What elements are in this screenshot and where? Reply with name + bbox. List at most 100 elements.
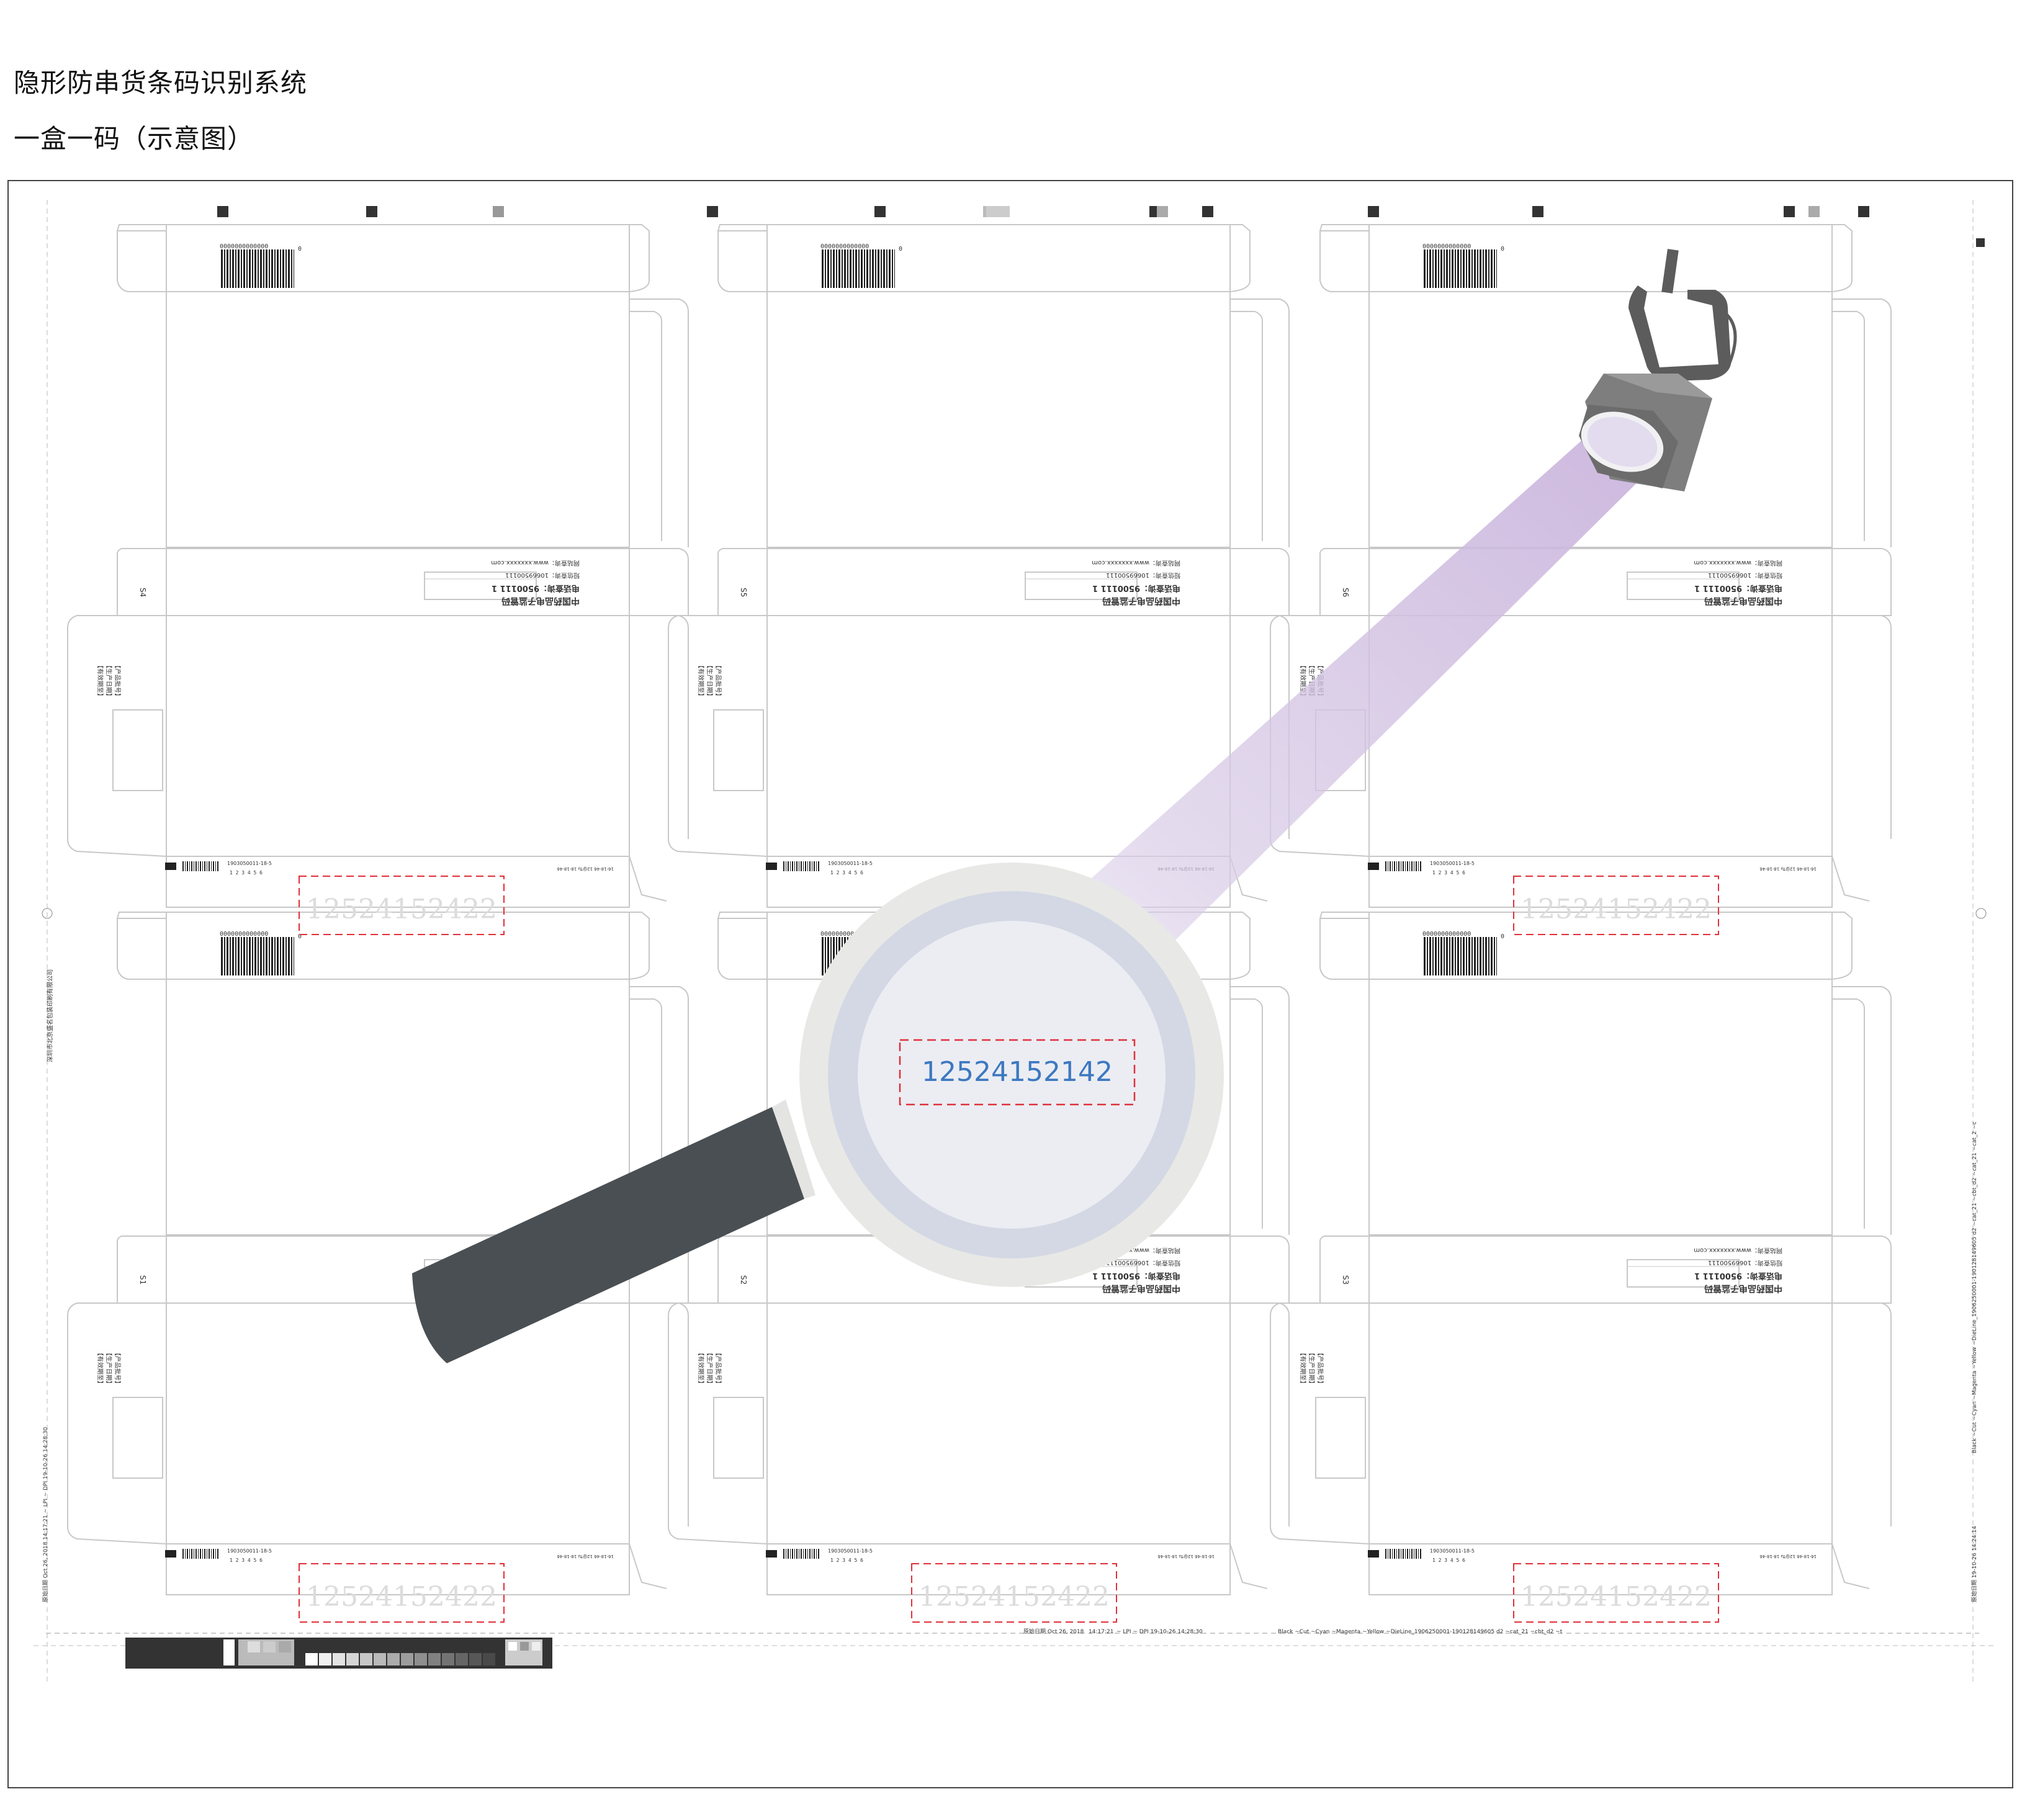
ramp-swatch bbox=[333, 1653, 345, 1665]
batch-field-label: 【生产日期】 bbox=[706, 1350, 714, 1387]
barcode-number: 0000000000000 bbox=[1422, 243, 1471, 250]
dieline-tuck bbox=[1831, 1543, 1870, 1589]
regulatory-text: 网站查询：www.xxxxxxx.com bbox=[1092, 559, 1180, 567]
dieline-front-panel bbox=[1368, 912, 1833, 1235]
dieline-side bbox=[1230, 986, 1290, 1235]
ramp-swatch bbox=[360, 1653, 372, 1665]
hidden-code-text: 12524152422 bbox=[1521, 894, 1712, 925]
barcode-number: 0000000000000 bbox=[220, 931, 268, 938]
dieline-side bbox=[629, 298, 689, 547]
hidden-code-box: 12524152422 bbox=[1513, 1563, 1719, 1623]
ramp-swatch bbox=[346, 1653, 359, 1665]
registration-gray bbox=[1157, 206, 1168, 217]
dieline-side bbox=[1832, 311, 1865, 541]
dieline-flap bbox=[1319, 230, 1369, 280]
footer-lpi: ~ LPI ~ DPI 19-10-26 14:28:30 bbox=[1116, 1629, 1203, 1635]
regulatory-text: 电话查询：9500111 1 bbox=[1092, 1271, 1180, 1281]
registration-square bbox=[707, 206, 718, 217]
barcode-number: 0000000000000 bbox=[820, 931, 869, 938]
hidden-code-box: 12524152422 bbox=[299, 1563, 505, 1623]
regulatory-text: 电话查询：9500111 1 bbox=[1694, 1271, 1782, 1281]
regulatory-text: 网站查询：www.xxxxxxx.com bbox=[491, 559, 580, 567]
batch-field-label: 【有效期至】 bbox=[96, 1350, 104, 1387]
dieline-tuck bbox=[1229, 1543, 1268, 1589]
batch-field-label: 【有效期至】 bbox=[697, 1350, 705, 1387]
regulatory-text: 网站查询：www.xxxxxxx.com bbox=[1694, 1247, 1782, 1255]
dieline-top-strip bbox=[717, 1235, 1290, 1304]
panel-mark-label: S2 bbox=[739, 1275, 748, 1284]
batch-field-label: 【产品批号】 bbox=[714, 1350, 722, 1387]
barcode-id: 1903050011-18-5 bbox=[1430, 1548, 1475, 1554]
dieline-side bbox=[1832, 298, 1892, 547]
revealed-code-text: 12524152142 bbox=[922, 1056, 1113, 1088]
ramp-swatch bbox=[483, 1653, 495, 1665]
blank-field bbox=[1315, 1397, 1366, 1479]
ramp-swatch bbox=[456, 1653, 468, 1665]
batch-field-label: 【有效期至】 bbox=[96, 662, 104, 699]
registration-square bbox=[1368, 206, 1379, 217]
regulatory-text: 电话查询：9500111 1 bbox=[1694, 583, 1782, 593]
dieline-bottom-flap bbox=[166, 1544, 630, 1595]
dieline-back-panel bbox=[1368, 1302, 1833, 1544]
dieline-side bbox=[1230, 298, 1290, 547]
barcode-small-digits: 1 2 3 4 5 6 bbox=[830, 1558, 863, 1563]
crop-target bbox=[42, 908, 53, 919]
panel-mark-label: S5 bbox=[739, 588, 748, 597]
barcode-graphic bbox=[1385, 1549, 1422, 1559]
barcode-graphic bbox=[220, 937, 294, 975]
batch-field-label: 【产品批号】 bbox=[114, 1350, 122, 1387]
magnifying-glass-icon bbox=[412, 863, 1224, 1363]
barcode-graphic bbox=[182, 861, 220, 871]
barcode-id: 1903050011-18-5 bbox=[828, 861, 873, 866]
registration-marks bbox=[34, 200, 1995, 1683]
corner-code: 16-18-46 12@Tu 18-18-46 bbox=[1759, 1554, 1817, 1559]
dieline-flap bbox=[717, 230, 767, 280]
barcode-small-digits: 1 2 3 4 5 6 bbox=[1432, 1558, 1465, 1563]
hidden-code-text: 12524152422 bbox=[306, 894, 497, 925]
registration-square bbox=[1784, 206, 1795, 217]
dieline-top-strip bbox=[1319, 1235, 1892, 1304]
dieline-glue-flap bbox=[1270, 1302, 1370, 1544]
barcode-small-digits: 1 2 3 4 5 6 bbox=[230, 1558, 263, 1563]
dieline-top-strip bbox=[717, 548, 1290, 616]
regulatory-text: 网站查询：www.xxxxxxx.com bbox=[1694, 559, 1782, 567]
dieline-side bbox=[1230, 1302, 1290, 1526]
dieline-tuck bbox=[629, 856, 667, 902]
panel-mark-label: S6 bbox=[1341, 588, 1350, 597]
blank-field bbox=[1627, 1259, 1740, 1288]
hidden-code-border bbox=[299, 876, 505, 935]
hidden-code-text: 12524152422 bbox=[306, 1581, 497, 1613]
regulatory-text: 电话查询：9500111 1 bbox=[1092, 583, 1180, 593]
dieline-side bbox=[1230, 311, 1263, 541]
barcode-id: 1903050011-18-5 bbox=[227, 1548, 272, 1554]
barcode-graphic bbox=[1385, 861, 1422, 871]
barcode-id: 1903050011-18-5 bbox=[828, 1548, 873, 1554]
corner-code: 16-18-46 12@Tu 18-18-46 bbox=[557, 866, 614, 871]
right-vertical-date: 原始日期 19-10-26 14:24:14 bbox=[1970, 1526, 1978, 1602]
barcode-id: 1903050011-18-5 bbox=[1430, 861, 1475, 866]
dieline-side bbox=[1832, 1302, 1892, 1526]
dieline-side bbox=[1832, 986, 1892, 1235]
hidden-code-box: 12524152422 bbox=[299, 876, 505, 935]
dieline-flap bbox=[1319, 918, 1369, 968]
ramp-swatch bbox=[319, 1653, 331, 1665]
code-boxes: 12524152422 12524152422 12524152422 1252415… bbox=[299, 876, 1719, 1623]
dieline-top-strip bbox=[117, 548, 689, 616]
barcode-graphic bbox=[1422, 937, 1497, 975]
regulatory-text: 中国药品电子监管码 bbox=[501, 596, 580, 606]
regulatory-text: 中国药品电子监管码 bbox=[1102, 596, 1180, 606]
batch-field-label: 【产品批号】 bbox=[714, 662, 722, 699]
right-vertical-info: Black ~Cut ~Cyan ~Magenta ~Yellow ~DieLi… bbox=[1972, 1121, 1978, 1453]
revealed-code-box: 12524152142 bbox=[899, 1039, 1136, 1106]
ramp-swatch bbox=[374, 1653, 386, 1665]
barcode-suffix: 0 bbox=[1501, 246, 1504, 253]
dieline-side bbox=[629, 998, 662, 1229]
barcode-small-digits: 1 2 3 4 5 6 bbox=[1432, 870, 1465, 876]
footer-timestamp: 原始日期 Oct 26, 2018 bbox=[1023, 1628, 1084, 1635]
hidden-code-border bbox=[299, 1563, 505, 1623]
batch-field-label: 【生产日期】 bbox=[105, 662, 113, 699]
dieline-back-panel bbox=[166, 615, 630, 857]
hidden-code-box: 12524152422 bbox=[911, 1563, 1117, 1623]
dieline-bottom-flap bbox=[1368, 856, 1833, 908]
